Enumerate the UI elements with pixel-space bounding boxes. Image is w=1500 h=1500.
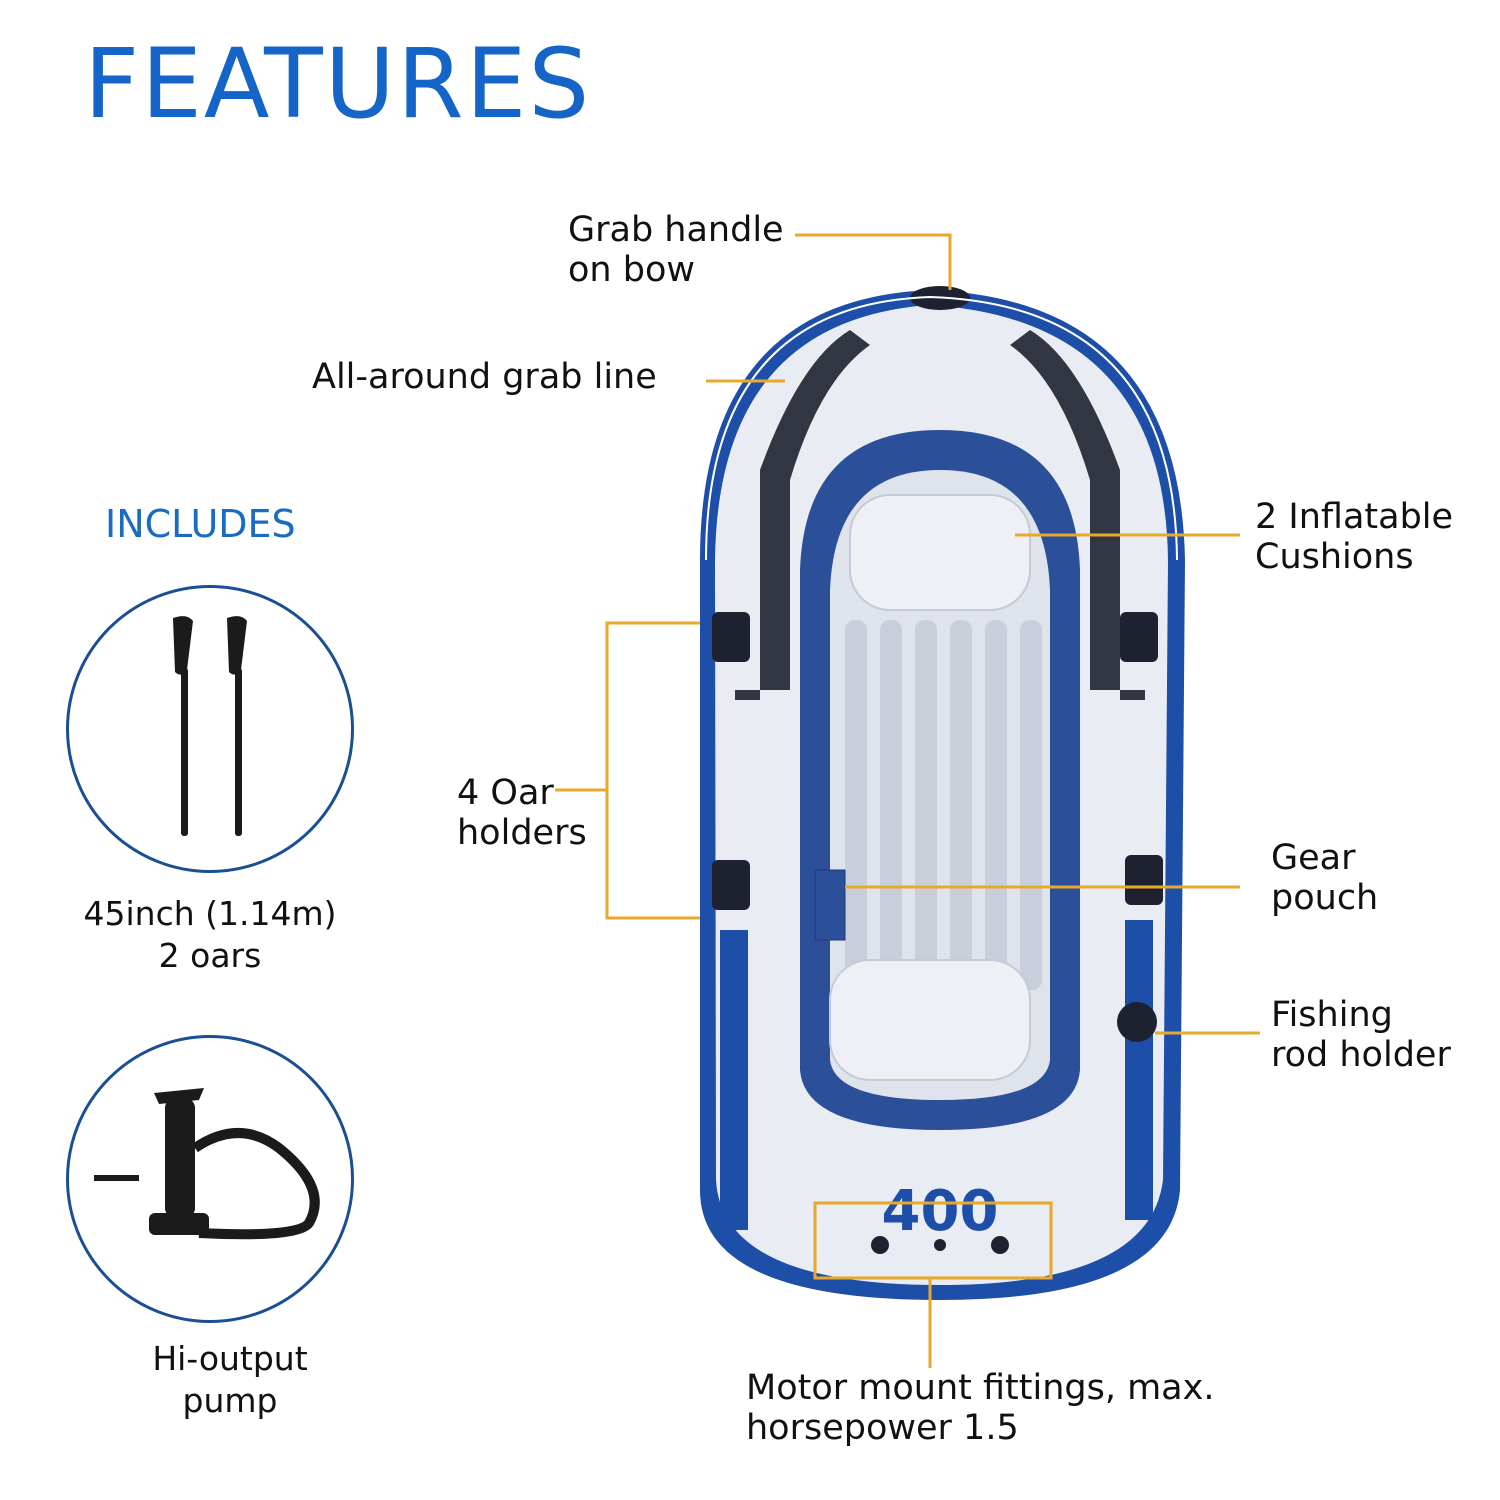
oars-icon [173,616,247,836]
callout-rod-holder: Fishing rod holder [1271,995,1451,1075]
callout-oar-holders: 4 Oar holders [457,773,587,853]
pump-circle [66,1035,354,1323]
callout-grab-line: All-around grab line [312,357,657,397]
model-number: 400 [882,1179,999,1244]
includes-heading: INCLUDES [105,502,296,546]
pump-icon [94,1088,320,1240]
oars-circle [66,585,354,873]
callout-grab-handle: Grab handle on bow [568,210,784,290]
callout-motor-mount: Motor mount fittings, max. horsepower 1.… [746,1368,1215,1448]
page-title: FEATURES [84,28,592,140]
callout-gear-pouch: Gear pouch [1271,838,1379,918]
oars-caption: 45inch (1.14m) 2 oars [83,894,337,975]
callout-cushions: 2 Inflatable Cushions [1255,497,1454,577]
pump-caption: Hi-output pump [152,1339,308,1420]
